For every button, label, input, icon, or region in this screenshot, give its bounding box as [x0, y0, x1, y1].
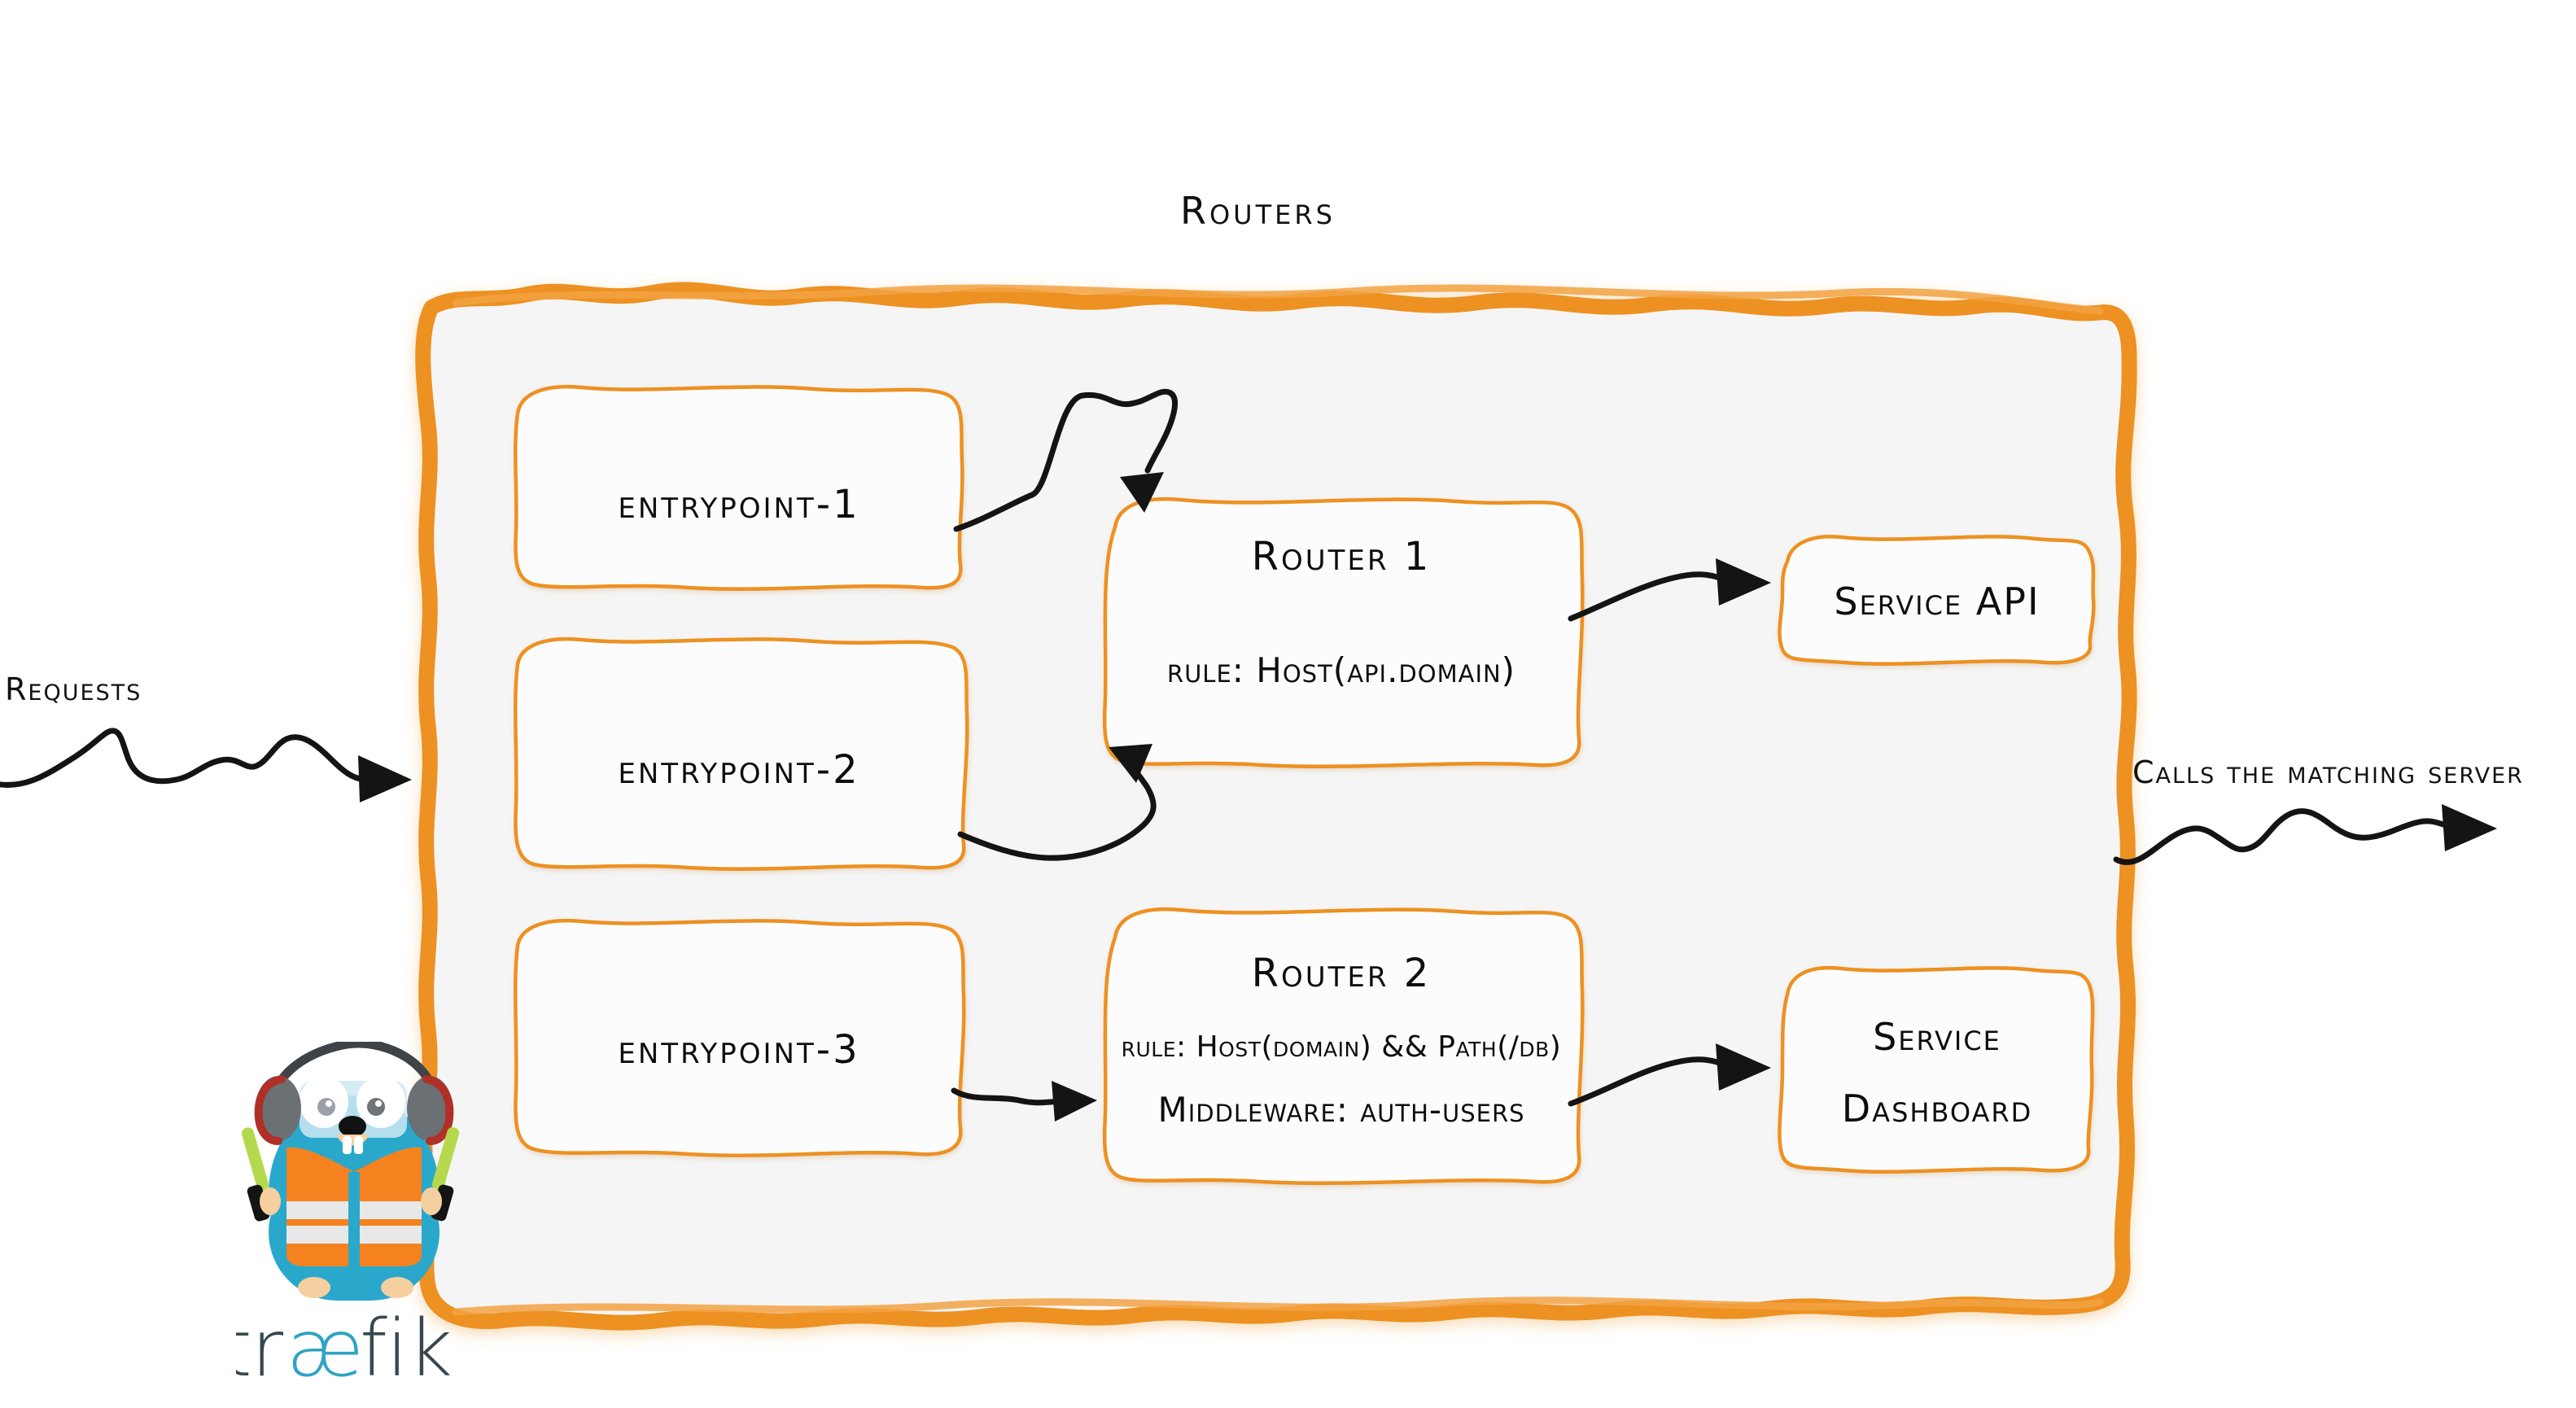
entrypoint-1-box[interactable]: entrypoint-1: [514, 384, 964, 591]
gopher-tooth-right: [354, 1136, 363, 1154]
entrypoint-3-label: entrypoint-3: [618, 1027, 859, 1073]
arrow-entrypoint3-to-router2: [951, 1081, 1097, 1122]
arrow-entrypoint2-to-router1: [957, 744, 1157, 861]
router-1-title: Router 1: [1252, 534, 1432, 579]
arrow-router2-to-dashboard: [1568, 1043, 1771, 1107]
service-dashboard-label-1: Service: [1873, 1015, 2001, 1059]
arrow-incoming-requests: [0, 728, 412, 802]
entrypoint-3-box[interactable]: entrypoint-3: [514, 918, 966, 1157]
router-1-box[interactable]: Router 1 rule: Host(api.domain): [1102, 496, 1585, 768]
router-2-box[interactable]: Router 2 rule: Host(domain) && Path(/db)…: [1102, 907, 1585, 1185]
entrypoint-2-label: entrypoint-2: [618, 747, 859, 793]
router-2-title: Router 2: [1252, 951, 1432, 996]
gopher-foot-left: [298, 1277, 330, 1298]
entrypoint-1-label: entrypoint-1: [618, 482, 859, 527]
service-api-label: Service API: [1834, 579, 2040, 623]
service-dashboard-label-2: Dashboard: [1842, 1087, 2032, 1130]
glow-baton-right-icon: [421, 1127, 460, 1222]
arrowhead-icon: [1052, 1081, 1097, 1122]
traefik-gopher-mascot: tr æ fik: [236, 1042, 464, 1408]
requests-label: Requests: [5, 671, 142, 707]
arrow-outgoing-calls: [2113, 804, 2497, 865]
router-1-rule: rule: Host(api.domain): [1167, 650, 1515, 690]
arrow-entrypoint1-to-router1: [953, 388, 1178, 532]
arrowhead-icon: [2442, 804, 2497, 851]
traefik-wordmark-suffix: fik: [360, 1303, 452, 1394]
router-2-rule: rule: Host(domain) && Path(/db): [1122, 1030, 1562, 1064]
gopher-foot-right: [381, 1277, 413, 1298]
glow-baton-left-icon: [241, 1127, 281, 1222]
service-api-box[interactable]: Service API: [1778, 535, 2096, 666]
arrowhead-icon: [1716, 1043, 1771, 1091]
calls-matching-server-label: Calls the matching server: [2132, 754, 2524, 790]
page-title: Routers: [1180, 189, 1336, 233]
arrowhead-icon: [358, 755, 412, 802]
traefik-wordmark-prefix: tr: [236, 1303, 284, 1394]
router-2-middleware: Middleware: auth-users: [1157, 1090, 1524, 1130]
entrypoint-2-box[interactable]: entrypoint-2: [514, 636, 969, 871]
arrowhead-icon: [1716, 558, 1771, 606]
service-dashboard-box[interactable]: Service Dashboard: [1778, 965, 2095, 1174]
gopher-nose: [339, 1116, 366, 1137]
arrowhead-icon: [1109, 744, 1152, 783]
traefik-wordmark-ligature: æ: [286, 1303, 362, 1394]
gopher-tooth-left: [343, 1136, 352, 1154]
headphone-band-icon: [267, 1042, 441, 1105]
arrowhead-icon: [1120, 472, 1164, 513]
arrow-router1-to-serviceapi: [1568, 558, 1771, 622]
